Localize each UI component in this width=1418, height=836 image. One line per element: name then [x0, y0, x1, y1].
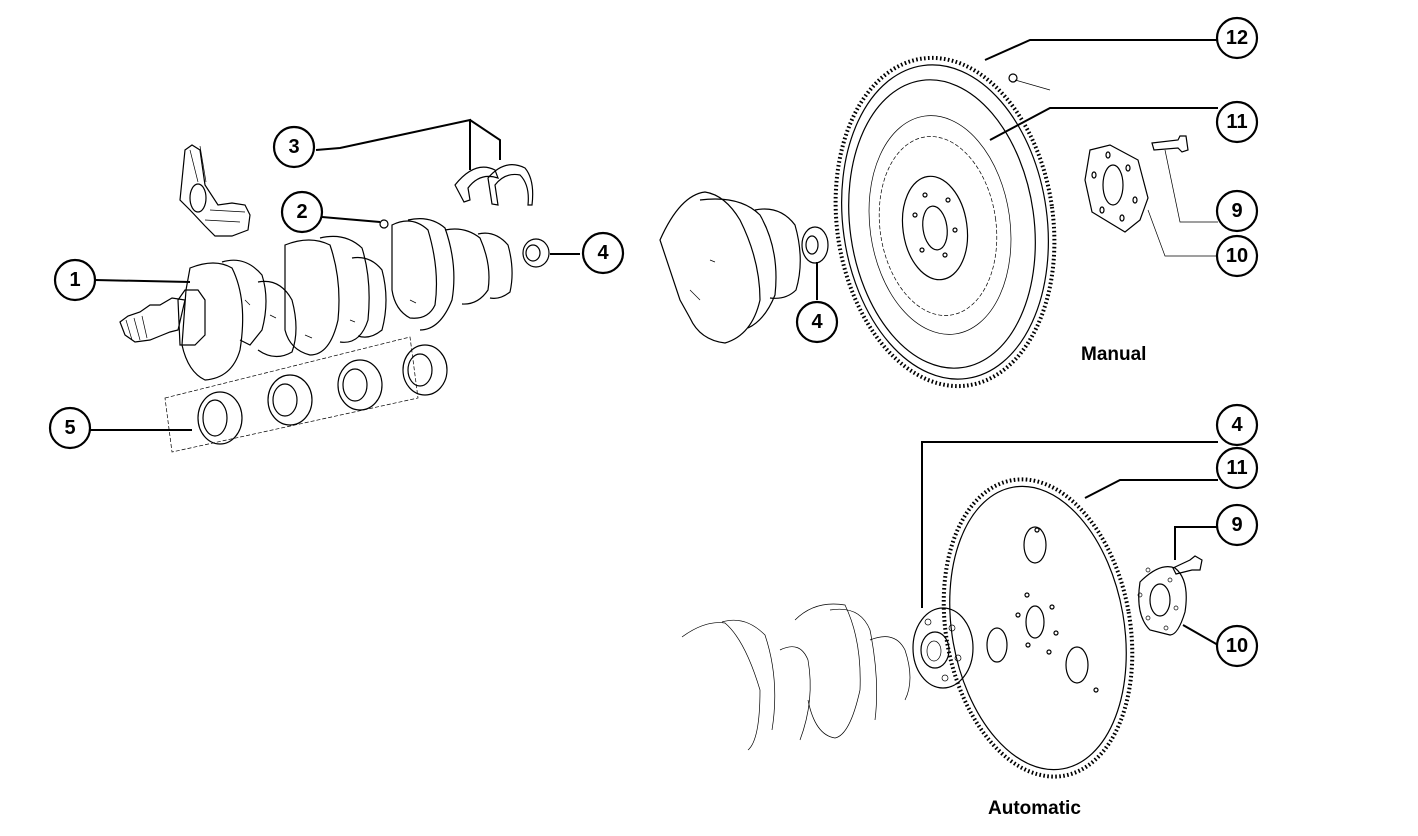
callout-5: 5: [48, 406, 92, 450]
callout-number: 1: [69, 269, 80, 291]
caption-manual: Manual: [1081, 344, 1146, 365]
caption-automatic: Automatic: [988, 798, 1081, 819]
leader-lines: [90, 39, 1219, 646]
callout-11-manual: 11: [1215, 100, 1259, 144]
callout-number: 12: [1226, 27, 1248, 49]
adapter-plate-manual: [1084, 144, 1149, 233]
main-bearings: [164, 336, 448, 453]
bolt-manual: [1151, 135, 1189, 153]
callout-4-manual: 4: [795, 300, 839, 344]
callout-3: 3: [272, 125, 316, 169]
thrust-washers: [454, 164, 534, 206]
callout-4-crankshaft: 4: [581, 231, 625, 275]
callout-number: 3: [288, 136, 299, 158]
callout-11-automatic: 11: [1215, 446, 1259, 490]
callout-number: 11: [1226, 111, 1247, 133]
hub-automatic: [912, 607, 974, 689]
crankshaft: [119, 218, 513, 381]
callout-2: 2: [280, 190, 324, 234]
callout-number: 4: [1231, 414, 1243, 436]
callout-number: 4: [597, 242, 609, 264]
callout-number: 5: [64, 417, 75, 439]
callout-number: 4: [811, 311, 823, 333]
pilot-bearing: [522, 238, 550, 268]
callout-number: 9: [1231, 200, 1242, 222]
callout-10-automatic: 10: [1215, 624, 1259, 668]
callout-number: 10: [1226, 245, 1248, 267]
connecting-rod: [179, 144, 251, 237]
callout-9-manual: 9: [1215, 189, 1259, 233]
dowel-pin: [379, 219, 389, 229]
crankshaft-rear-automatic: [681, 603, 911, 751]
flywheel-manual: [833, 55, 1057, 389]
callout-12: 12: [1215, 16, 1259, 60]
crankshaft-rear-manual: [659, 191, 801, 344]
callout-number: 10: [1226, 635, 1248, 657]
callout-10-manual: 10: [1215, 234, 1259, 278]
pilot-bearing-manual: [801, 226, 829, 264]
callout-1: 1: [53, 258, 97, 302]
callout-4-automatic: 4: [1215, 403, 1259, 447]
callout-number: 9: [1231, 514, 1242, 536]
callout-number: 11: [1226, 457, 1247, 479]
adapter-plate-automatic: [1137, 566, 1187, 636]
flexplate-automatic: [941, 477, 1135, 779]
callout-number: 2: [296, 201, 307, 223]
callout-9-automatic: 9: [1215, 503, 1259, 547]
bolt-automatic: [1172, 555, 1203, 575]
